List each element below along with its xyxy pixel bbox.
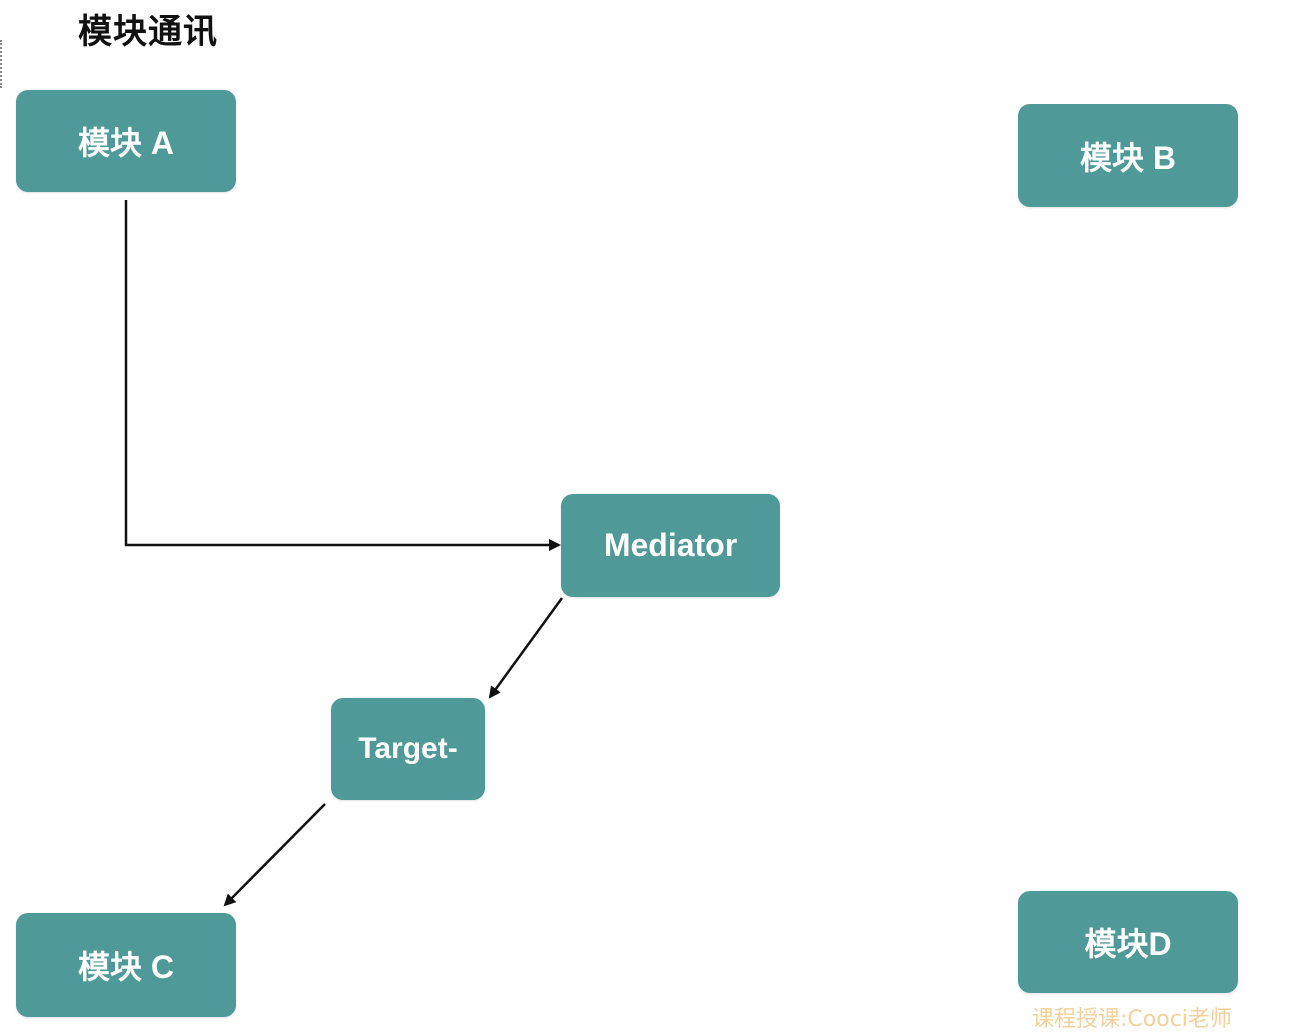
watermark-text: 课程授课:Cooci老师 — [1032, 1007, 1232, 1032]
node-mediator-label: Mediator — [603, 527, 738, 563]
node-mediator: Mediator — [561, 494, 780, 597]
node-module-c-label: 模块 C — [77, 949, 174, 985]
node-module-a-label: 模块 A — [77, 125, 174, 161]
node-module-d-label: 模块D — [1084, 926, 1172, 962]
node-target: Target- — [331, 698, 485, 800]
left-edge-mark — [0, 40, 5, 88]
edge-mediator-to-target — [488, 597, 564, 699]
node-module-c: 模块 C — [16, 913, 236, 1017]
edge-target-to-c — [223, 803, 326, 907]
node-target-label: Target- — [358, 732, 458, 765]
node-module-b: 模块 B — [1018, 104, 1238, 207]
node-module-a: 模块 A — [16, 90, 236, 192]
node-module-d: 模块D — [1018, 891, 1238, 993]
edge-a-to-mediator — [124, 200, 561, 551]
node-module-b-label: 模块 B — [1079, 139, 1176, 176]
page-title: 模块通讯 — [78, 12, 218, 52]
